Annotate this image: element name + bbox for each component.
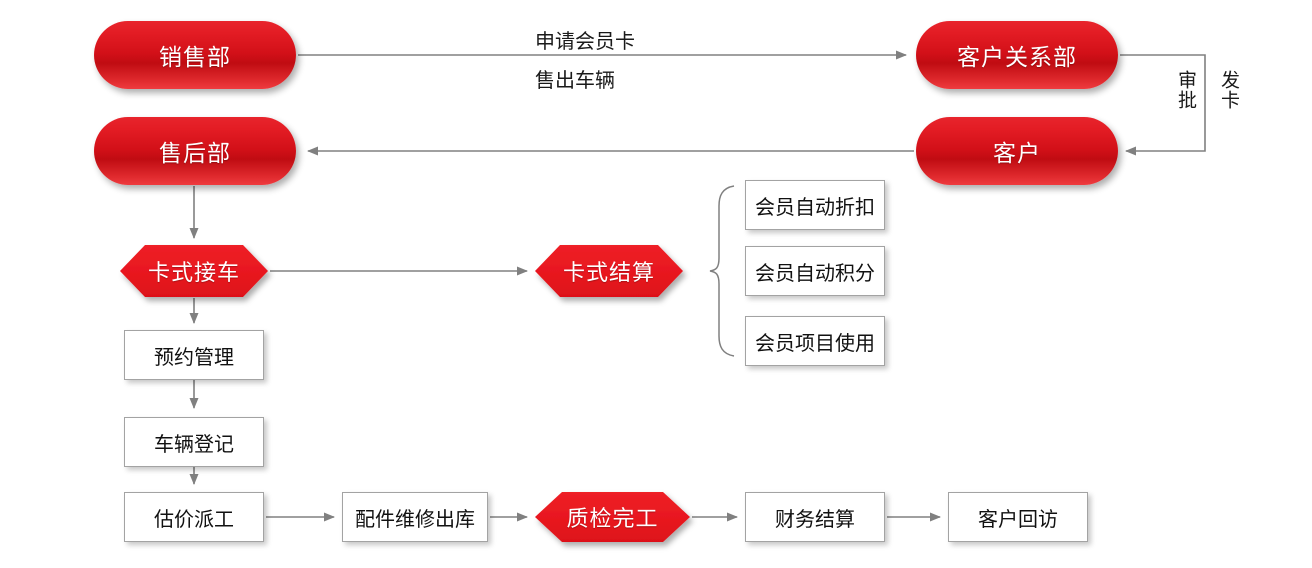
node-member-items[interactable]: 会员项目使用 [745,316,885,366]
node-label: 估价派工 [154,508,234,531]
node-after-sales-dept[interactable]: 售后部 [94,117,296,185]
node-customer[interactable]: 客户 [916,117,1118,185]
edge-label-issue-card: 发卡 [1218,70,1239,110]
node-estimate-dispatch[interactable]: 估价派工 [124,492,264,542]
node-label: 财务结算 [775,508,855,531]
node-qc-complete[interactable]: 质检完工 [535,492,690,542]
node-customer-revisit[interactable]: 客户回访 [948,492,1088,542]
node-finance-settlement[interactable]: 财务结算 [745,492,885,542]
node-label: 客户 [993,140,1041,166]
node-parts-outbound[interactable]: 配件维修出库 [342,492,488,542]
node-label: 卡式结算 [562,260,655,285]
node-label: 车辆登记 [154,433,234,456]
node-auto-discount[interactable]: 会员自动折扣 [745,180,885,230]
node-label: 预约管理 [154,346,234,369]
node-auto-points[interactable]: 会员自动积分 [745,246,885,296]
brace-member-benefits [709,185,735,357]
node-label: 会员自动折扣 [755,196,875,219]
node-label: 会员项目使用 [755,332,875,355]
node-label: 客户关系部 [957,44,1077,70]
node-label: 质检完工 [566,506,659,531]
node-customer-relations-dept[interactable]: 客户关系部 [916,21,1118,89]
node-label: 销售部 [159,44,231,70]
node-vehicle-registration[interactable]: 车辆登记 [124,417,264,467]
edge-label-sell-vehicle: 售出车辆 [535,70,615,92]
node-booking-management[interactable]: 预约管理 [124,330,264,380]
node-card-reception[interactable]: 卡式接车 [120,245,268,297]
node-label: 配件维修出库 [355,508,475,531]
node-label: 客户回访 [978,508,1058,531]
edge-label-approval: 审批 [1175,70,1196,110]
node-sales-dept[interactable]: 销售部 [94,21,296,89]
edge-label-apply-member-card: 申请会员卡 [535,31,635,53]
node-card-settlement[interactable]: 卡式结算 [535,245,683,297]
node-label: 卡式接车 [147,260,240,285]
node-label: 会员自动积分 [755,262,875,285]
node-label: 售后部 [159,140,231,166]
